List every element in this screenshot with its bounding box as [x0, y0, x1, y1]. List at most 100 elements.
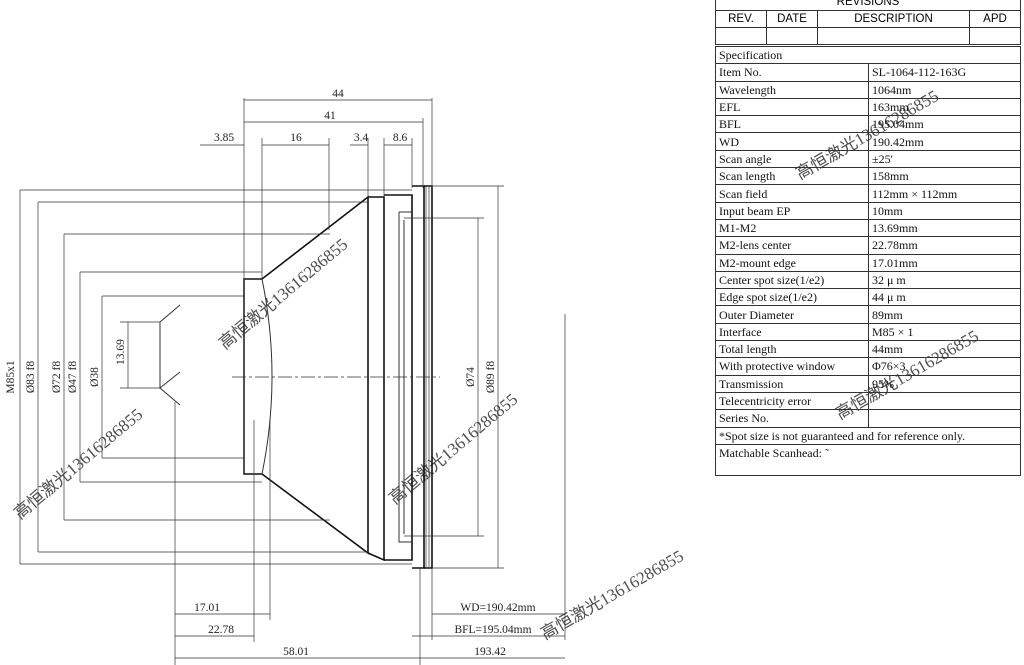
spec-row-value — [868, 391, 1021, 411]
watermark-3: 高恒激光13616286855 — [385, 390, 521, 508]
spec-row-value: SL-1064-112-163G — [868, 63, 1021, 82]
revisions-header-description: DESCRIPTION — [817, 10, 970, 28]
spec-row-value: 89mm — [868, 305, 1021, 324]
dim-d38: Ø38 — [89, 367, 101, 387]
dim-22-78: 22.78 — [208, 624, 234, 636]
spec-row-label: Scan field — [715, 184, 869, 203]
spec-row-label: Edge spot size(1/e2) — [715, 288, 869, 307]
spec-row-label: Item No. — [715, 63, 869, 82]
spec-row: Center spot size(1/e2)32 μ m — [715, 270, 1021, 290]
spec-row: Series No. — [715, 409, 1021, 428]
spec-row-label: Series No. — [715, 409, 869, 428]
dim-d72: Ø72 f8 — [51, 361, 63, 394]
spec-row-value: M85 × 1 — [868, 322, 1021, 342]
dim-wd: WD=190.42mm — [460, 602, 535, 614]
spec-row-value: 17.01mm — [868, 253, 1021, 272]
dim-total-length: 44 — [332, 88, 344, 100]
dim-d89: Ø89 f8 — [485, 361, 497, 394]
spec-row-value: 190.42mm — [868, 132, 1021, 151]
spec-row-value: 1064nm — [868, 80, 1021, 99]
lens-body — [159, 185, 440, 569]
spec-row-label: Wavelength — [715, 80, 869, 99]
spec-title: Specification — [715, 45, 1021, 65]
dim-m85x1: M85x1 — [5, 360, 17, 393]
dim-16: 16 — [290, 132, 302, 144]
watermark-2: 高恒激光13616286855 — [10, 405, 146, 523]
spec-row-label: Telecentricity error — [715, 391, 869, 411]
spec-row-label: EFL — [715, 97, 869, 117]
spec-row-value: 10mm — [868, 201, 1021, 220]
spec-row: Edge spot size(1/e2)44 μ m — [715, 288, 1021, 307]
spec-row-value: 95% — [868, 374, 1021, 393]
spec-row-value — [868, 409, 1021, 428]
spec-row-value: 32 μ m — [868, 270, 1021, 290]
spec-row-label: M2-lens center — [715, 236, 869, 255]
spec-row-label: Transmission — [715, 374, 869, 393]
spec-row-value: 163mm — [868, 97, 1021, 117]
dim-d83: Ø83 f8 — [25, 361, 37, 394]
revisions-header-apd: APD — [969, 10, 1021, 28]
spec-note: *Spot size is not guaranteed and for ref… — [715, 426, 1021, 445]
spec-row-label: Scan angle — [715, 149, 869, 169]
spec-scanhead-label: Matchable Scanhead: — [719, 445, 822, 460]
dim-bfl: BFL=195.04mm — [454, 624, 531, 636]
revisions-table: REVISIONS REV. DATE DESCRIPTION APD — [715, 0, 1021, 45]
dim-13-69: 13.69 — [115, 339, 127, 365]
spec-scanhead: Matchable Scanhead: ˜ — [715, 443, 1021, 476]
watermark-1: 高恒激光13616286855 — [215, 235, 351, 353]
spec-row-label: With protective window — [715, 357, 869, 376]
revisions-header-rev: REV. — [715, 10, 767, 28]
dim-d74: Ø74 — [465, 367, 477, 387]
revisions-title: REVISIONS — [715, 0, 1021, 11]
watermark-4: 高恒激光13616286855 — [538, 546, 687, 643]
right-dimensions: Ø74 Ø89 f8 — [404, 185, 504, 569]
spec-row: Item No.SL-1064-112-163G — [715, 63, 1021, 82]
spec-row-value: ±25' — [868, 149, 1021, 169]
spec-row: Telecentricity error — [715, 391, 1021, 411]
dim-58-01: 58.01 — [283, 646, 309, 658]
spec-row-value: 158mm — [868, 167, 1021, 186]
spec-row-label: M1-M2 — [715, 218, 869, 238]
left-dimensions: M85x1 Ø83 f8 Ø72 f8 Ø47 f8 Ø38 13.69 — [5, 189, 412, 565]
dim-3-85: 3.85 — [214, 132, 234, 144]
revisions-header-date: DATE — [766, 10, 818, 28]
dim-3-4: 3.4 — [354, 132, 369, 144]
dim-17-01: 17.01 — [194, 602, 220, 614]
dim-193-42: 193.42 — [474, 646, 506, 658]
spec-row-label: BFL — [715, 115, 869, 134]
top-dimensions: 44 41 3.85 16 3.4 8.6 — [200, 88, 433, 280]
dim-d47: Ø47 f8 — [67, 361, 79, 394]
spec-row-label: Input beam EP — [715, 201, 869, 220]
spec-row-value: 44mm — [868, 340, 1021, 359]
dim-41: 41 — [324, 110, 336, 122]
spec-row-label: Center spot size(1/e2) — [715, 270, 869, 290]
spec-scanhead-value: ˜ — [824, 445, 829, 460]
spec-row-value: 13.69mm — [868, 218, 1021, 238]
bottom-dimensions: 17.01 22.78 58.01 WD=190.42mm BFL=195.04… — [174, 314, 566, 665]
spec-row-label: Interface — [715, 322, 869, 342]
spec-row-value: Φ76×3 — [868, 357, 1021, 376]
dim-8-6: 8.6 — [393, 132, 408, 144]
spec-row-label: Outer Diameter — [715, 305, 869, 324]
spec-row-value: 112mm × 112mm — [868, 184, 1021, 203]
spec-row-value: 195.04mm — [868, 115, 1021, 134]
spec-row-label: WD — [715, 132, 869, 151]
spec-row-label: M2-mount edge — [715, 253, 869, 272]
spec-row-label: Total length — [715, 340, 869, 359]
